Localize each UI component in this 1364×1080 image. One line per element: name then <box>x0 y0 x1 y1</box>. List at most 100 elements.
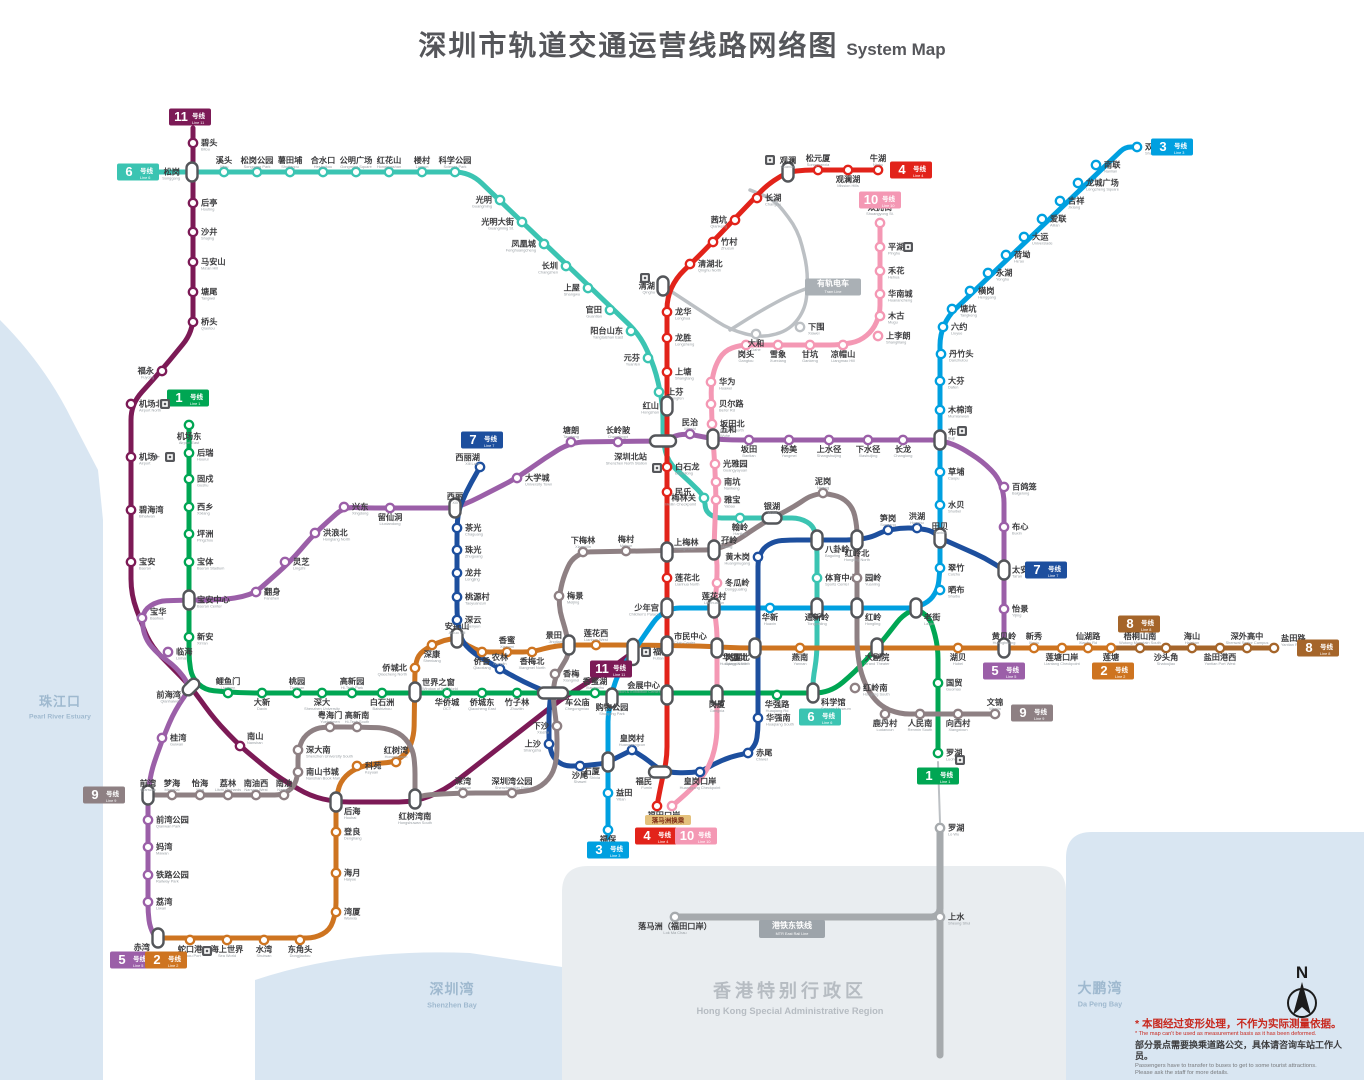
station-name-en: Xinxiu <box>1029 640 1040 645</box>
station-name-zh: 茶光 <box>464 523 482 533</box>
station-name-zh: 松岗公园 <box>241 155 274 165</box>
water-dapeng-bay <box>1066 832 1364 1080</box>
station-name-en: Antuo Hill <box>449 630 466 635</box>
station-name-zh: 薯田埔 <box>277 155 303 165</box>
rail-transfer-icon <box>160 399 170 409</box>
station-name-en: Wenjin <box>989 706 1001 711</box>
station-name-en: Honghuashan <box>377 164 401 169</box>
svg-text:号线: 号线 <box>192 111 206 120</box>
svg-text:Line 3: Line 3 <box>1174 151 1184 155</box>
station-name-en: Taoyuancun <box>465 601 486 606</box>
station-name-zh: 科学公园 <box>439 155 472 165</box>
station-name-en: Yuehaimen <box>320 719 339 724</box>
station-name-zh: 长湖 <box>765 193 781 203</box>
station-name-zh: 松岗 <box>164 167 180 177</box>
station-name-en: Honglang North <box>323 537 350 542</box>
station-name-en: Airport North <box>139 408 161 413</box>
station-name-zh: 龙城广场 <box>1085 178 1119 188</box>
station-name-en: Shajing <box>201 236 214 241</box>
station-name-en: Hongshan <box>641 410 659 415</box>
station-name-en: Shenyun <box>465 624 480 629</box>
station-name-en: Ma'an Hill <box>201 266 218 271</box>
station-name-zh: 岗厦 <box>709 699 726 709</box>
svg-text:Line 6: Line 6 <box>822 721 832 725</box>
station-name-zh: 燕南 <box>792 652 808 662</box>
svg-text:MTR East Rail Line: MTR East Rail Line <box>776 932 809 936</box>
station-name-en: Buji <box>948 436 955 441</box>
station-name-zh: 牛湖 <box>870 153 886 163</box>
svg-text:11: 11 <box>174 109 188 124</box>
station-name-zh: 凤凰城 <box>511 239 536 249</box>
station-name-zh: 观澜湖 <box>835 174 861 184</box>
station-name-en: Longsheng <box>675 342 694 347</box>
station-name-en: OCT <box>443 706 452 711</box>
station-name-en: Shatoujiao <box>1157 661 1175 666</box>
station-name-en: Grand Theater <box>864 661 890 666</box>
station-name-en: Dengliang <box>344 836 362 841</box>
station-name-zh: 长圳 <box>542 261 558 271</box>
station-name-en: Shenzhen North Station <box>606 461 647 466</box>
station-name-zh: 水湾 <box>256 944 273 954</box>
station-name-zh: 大芬 <box>948 376 965 386</box>
station-name-en: Hourui <box>197 457 209 462</box>
station-name-zh: 塘坑 <box>960 304 977 314</box>
station-name-zh: 华南城 <box>888 289 913 299</box>
station-name-en: Bao'an Center <box>197 604 222 609</box>
station-name-zh: 前海湾 <box>156 690 181 700</box>
station-name-zh: 梧桐山南 <box>1124 631 1157 641</box>
station-name-zh: 民治 <box>682 417 698 427</box>
station-name-zh: 机场北 <box>139 399 164 409</box>
station-name-zh: 百鸽笼 <box>1012 482 1037 492</box>
station-name-en: Minzhi <box>684 426 695 431</box>
station-name-zh: 福民 <box>635 776 652 786</box>
note-bus-zh: 部分景点需要换乘道路公交，具体请咨询车站工作人员。 <box>1135 1040 1343 1062</box>
station-name-zh: 银湖 <box>763 501 780 511</box>
station-name-en: Fenghuangcheng <box>506 248 536 253</box>
station-name-en: Mugu <box>888 320 898 325</box>
station-name-en: Mumianwan <box>948 414 969 419</box>
station-name-zh: 上梅林 <box>674 537 699 547</box>
station-name-en: Liantang Checkpoint <box>1044 661 1080 666</box>
station-name-en: Gankeng <box>802 358 818 363</box>
station-name-en: Yuanfen <box>626 362 640 367</box>
svg-text:2: 2 <box>1100 663 1107 678</box>
